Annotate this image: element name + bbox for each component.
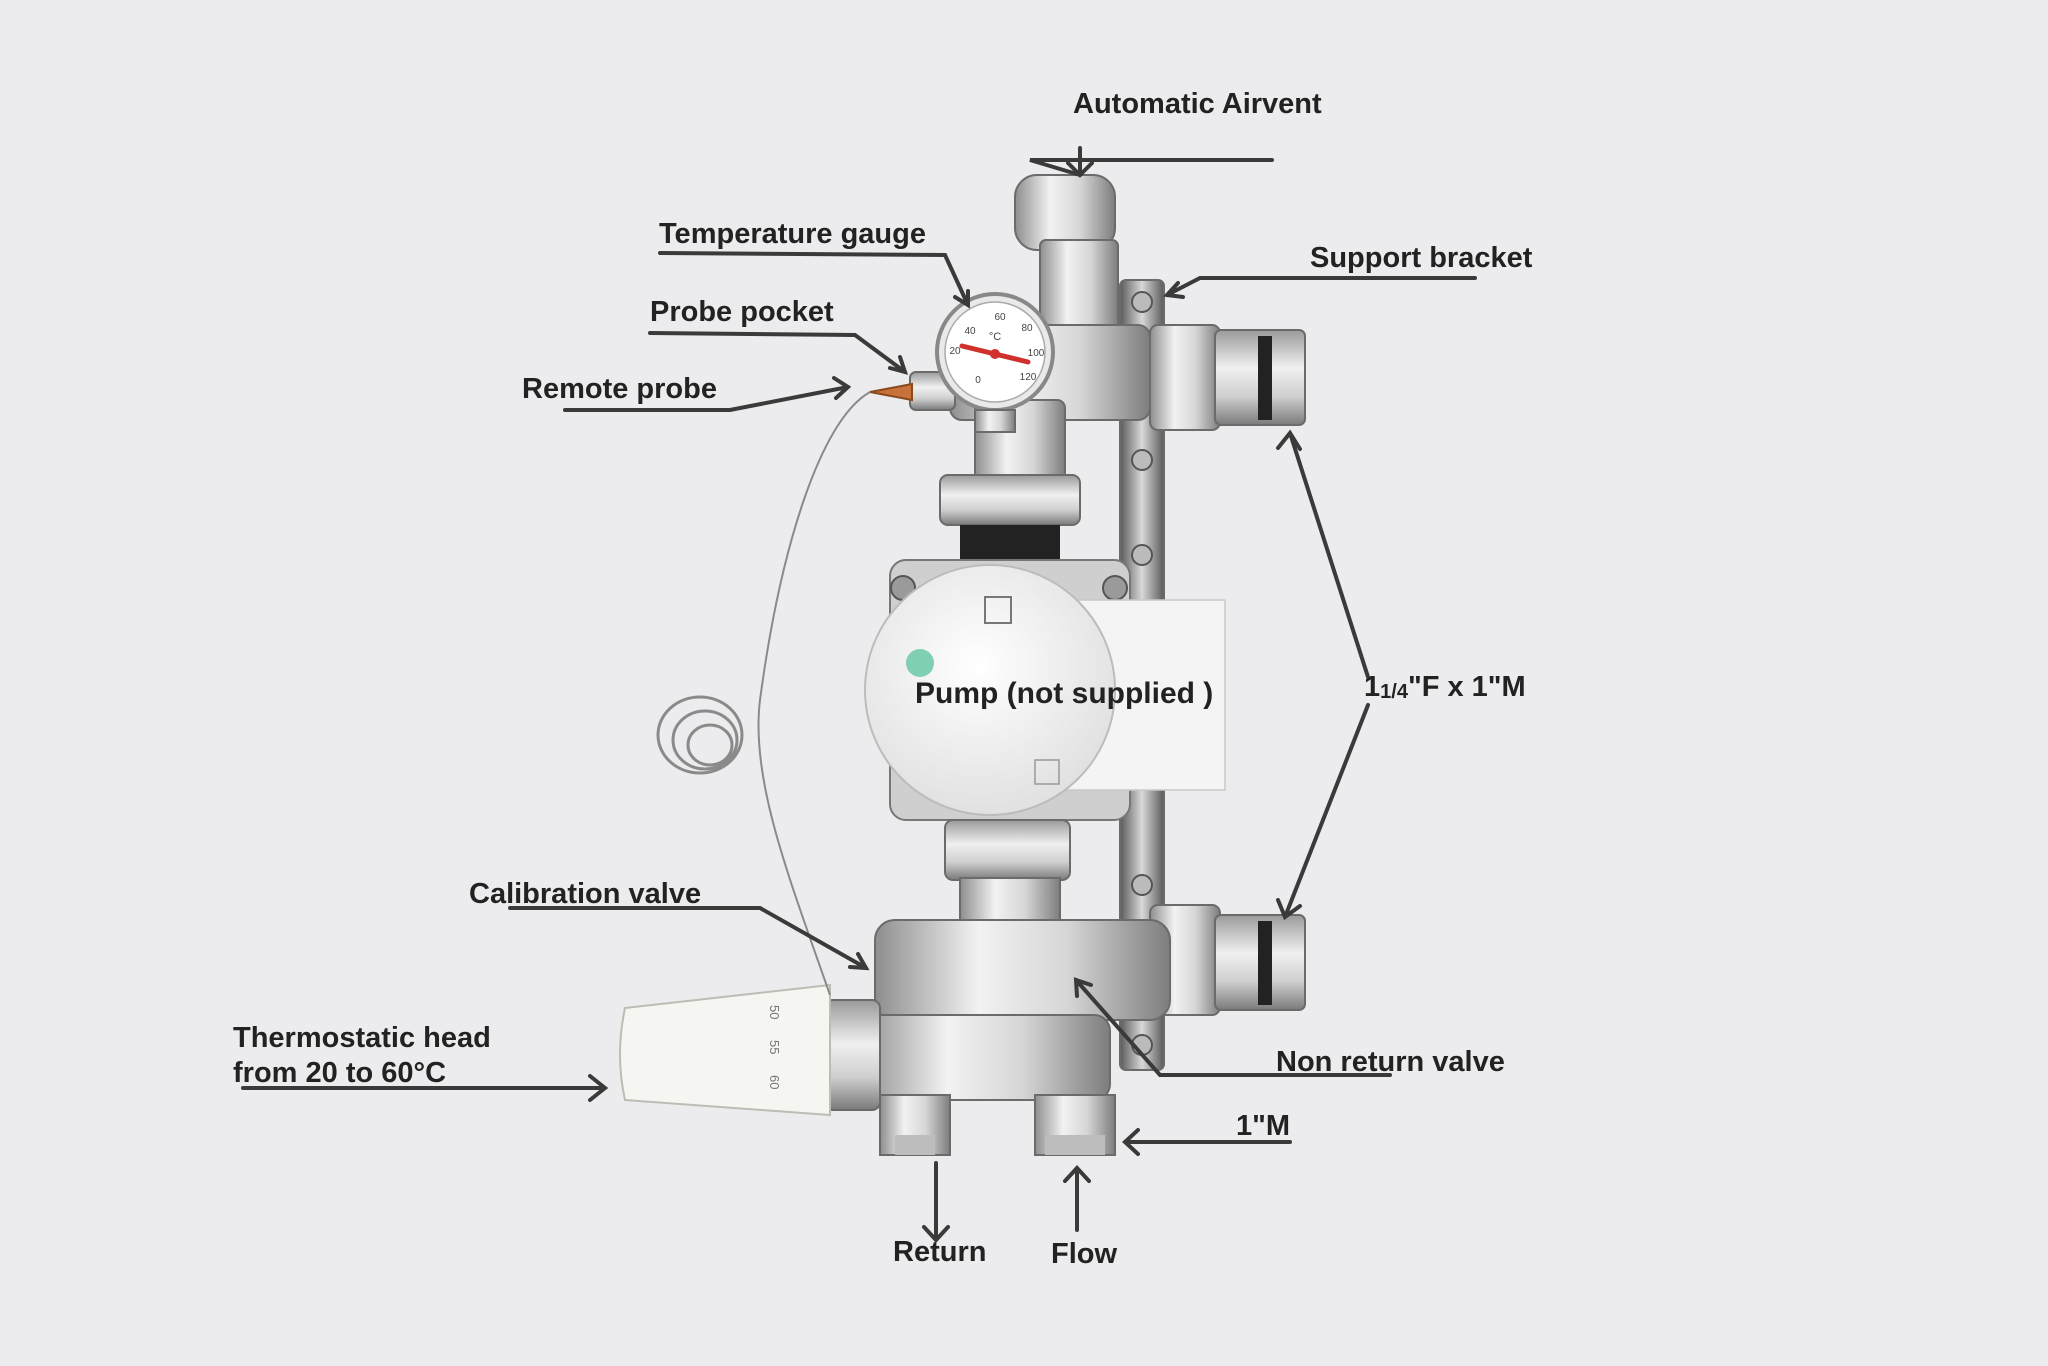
leader-support-bracket [1162, 276, 1477, 299]
label-return: Return [893, 1236, 986, 1268]
leader-return [922, 1161, 950, 1243]
thermostatic-head: 50 55 60 [619, 983, 831, 1117]
pump-status-led [906, 649, 934, 677]
gauge-tick-label: 60 [994, 312, 1006, 323]
label-temperature-gauge: Temperature gauge [659, 218, 926, 250]
label-male-thread: 1"M [1236, 1110, 1290, 1142]
thermostat-scale-label: 60 [767, 1075, 782, 1089]
label-thermostatic-head-line2: from 20 to 60°C [233, 1057, 446, 1089]
label-remote-probe: Remote probe [522, 373, 717, 405]
label-non-return-valve: Non return valve [1276, 1046, 1505, 1078]
gauge-tick-label: 40 [964, 326, 976, 337]
pipe-size-rest: "F x 1"M [1408, 671, 1526, 703]
bracket-screw-icon [1131, 291, 1153, 313]
label-automatic-airvent: Automatic Airvent [1073, 88, 1322, 120]
leader-male-thread [1122, 1128, 1292, 1156]
qr-code-icon [1034, 759, 1060, 785]
gauge-tick-label: 80 [1021, 323, 1033, 334]
leader-pipe-size-lower [1276, 703, 1370, 921]
pipe-size-main: 1 [1364, 671, 1380, 703]
remote-probe-capillary [656, 391, 871, 996]
lower-body [824, 819, 1171, 1156]
pipe-size-fraction: 1/4 [1380, 681, 1409, 703]
upper-union-nut [939, 474, 1081, 526]
lower-pipe-connection [1149, 904, 1306, 1016]
label-thermostatic-head-line1: Thermostatic head [233, 1022, 491, 1054]
gauge-tick-label: 100 [1028, 348, 1045, 359]
leader-calibration-valve [508, 906, 870, 971]
gauge-tick-label: 0 [975, 375, 981, 386]
o-ring [1258, 921, 1272, 1005]
lower-union-nut [944, 819, 1071, 881]
capillary-coil [656, 695, 744, 775]
leader-temperature-gauge [658, 251, 970, 309]
label-calibration-valve: Calibration valve [469, 878, 701, 910]
temperature-gauge: °C 0 20 40 60 80 100 120 [935, 292, 1055, 433]
label-pump: Pump (not supplied ) [915, 677, 1213, 710]
label-flow: Flow [1051, 1238, 1117, 1270]
thermostat-scale-label: 50 [767, 1005, 782, 1019]
leader-non-return-valve [1073, 977, 1392, 1077]
label-pipe-size: 11/4"F x 1"M [1364, 671, 1526, 703]
leader-pipe-size-upper [1276, 429, 1370, 679]
thermostat-scale-label: 55 [767, 1040, 782, 1054]
gauge-tick-label: 120 [1020, 372, 1037, 383]
pump [864, 559, 1226, 821]
bracket-screw-icon [1131, 874, 1153, 896]
leader-remote-probe [563, 376, 852, 412]
calibration-valve-body [874, 919, 1171, 1021]
o-ring [1258, 336, 1272, 420]
upper-pipe-connection [1149, 324, 1306, 431]
leader-flow [1063, 1165, 1091, 1232]
leader-automatic-airvent [1029, 158, 1274, 177]
leader-thermostatic-head [241, 1074, 609, 1102]
label-probe-pocket: Probe pocket [650, 296, 834, 328]
remote-probe-tip [869, 382, 913, 402]
qr-code-icon [984, 596, 1012, 624]
label-support-bracket: Support bracket [1310, 242, 1533, 274]
gauge-tick-label: 20 [949, 346, 961, 357]
leader-lines [241, 146, 1477, 1243]
bracket-screw-icon [1131, 544, 1153, 566]
automatic-airvent [1014, 174, 1119, 336]
gauge-unit: °C [989, 331, 1001, 343]
leader-probe-pocket [648, 331, 909, 375]
bracket-screw-icon [1131, 449, 1153, 471]
